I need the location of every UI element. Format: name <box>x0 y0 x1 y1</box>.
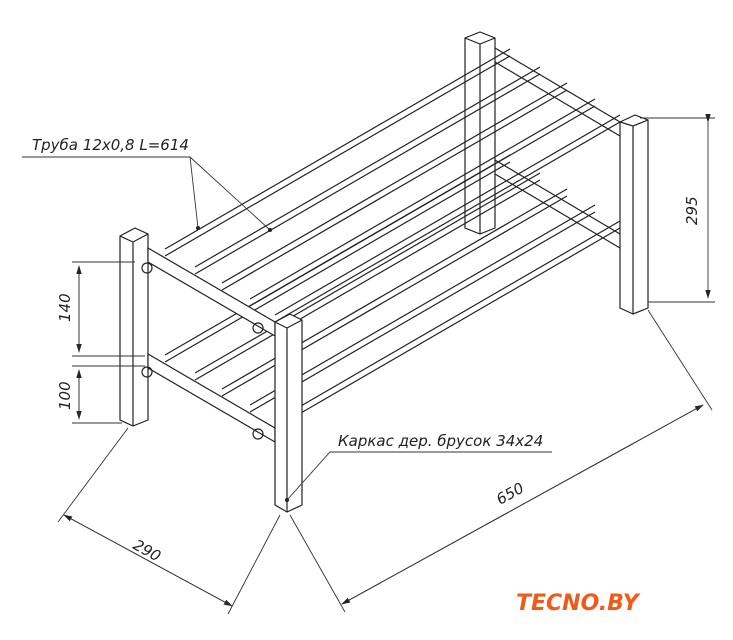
dim-140-label: 140 <box>56 293 74 322</box>
dimension-295: 295 <box>640 113 715 303</box>
tube <box>249 204 596 413</box>
back-rails <box>494 47 621 249</box>
frame-callout-label: Каркас дер. брусок 34x24 <box>338 432 543 450</box>
dim-295-label: 295 <box>683 196 701 225</box>
logo-text: TECNO.BY <box>516 591 641 616</box>
tube <box>274 114 621 323</box>
tube <box>164 154 511 363</box>
tube <box>194 172 541 381</box>
dimension-290: 290 <box>57 427 281 615</box>
tecno-by-logo: TECNO.BY <box>516 591 641 616</box>
dim-290-label: 290 <box>130 536 164 566</box>
dim-650-label: 650 <box>493 479 527 509</box>
back-right-leg <box>619 114 649 315</box>
tube <box>194 66 541 275</box>
tubes <box>164 48 621 429</box>
tube <box>164 48 511 257</box>
tube <box>274 220 621 429</box>
tube-callout-label: Труба 12x0,8 L=614 <box>32 136 189 154</box>
front-left-leg <box>119 227 149 427</box>
tube <box>221 82 568 291</box>
dimension-650: 650 <box>289 309 713 613</box>
front-right-leg <box>274 313 303 513</box>
dimension-140-100: 140 100 <box>56 261 145 424</box>
frame-callout: Каркас дер. брусок 34x24 <box>286 432 552 501</box>
tube-callout: Труба 12x0,8 L=614 <box>22 136 272 232</box>
dim-100-label: 100 <box>56 381 74 410</box>
